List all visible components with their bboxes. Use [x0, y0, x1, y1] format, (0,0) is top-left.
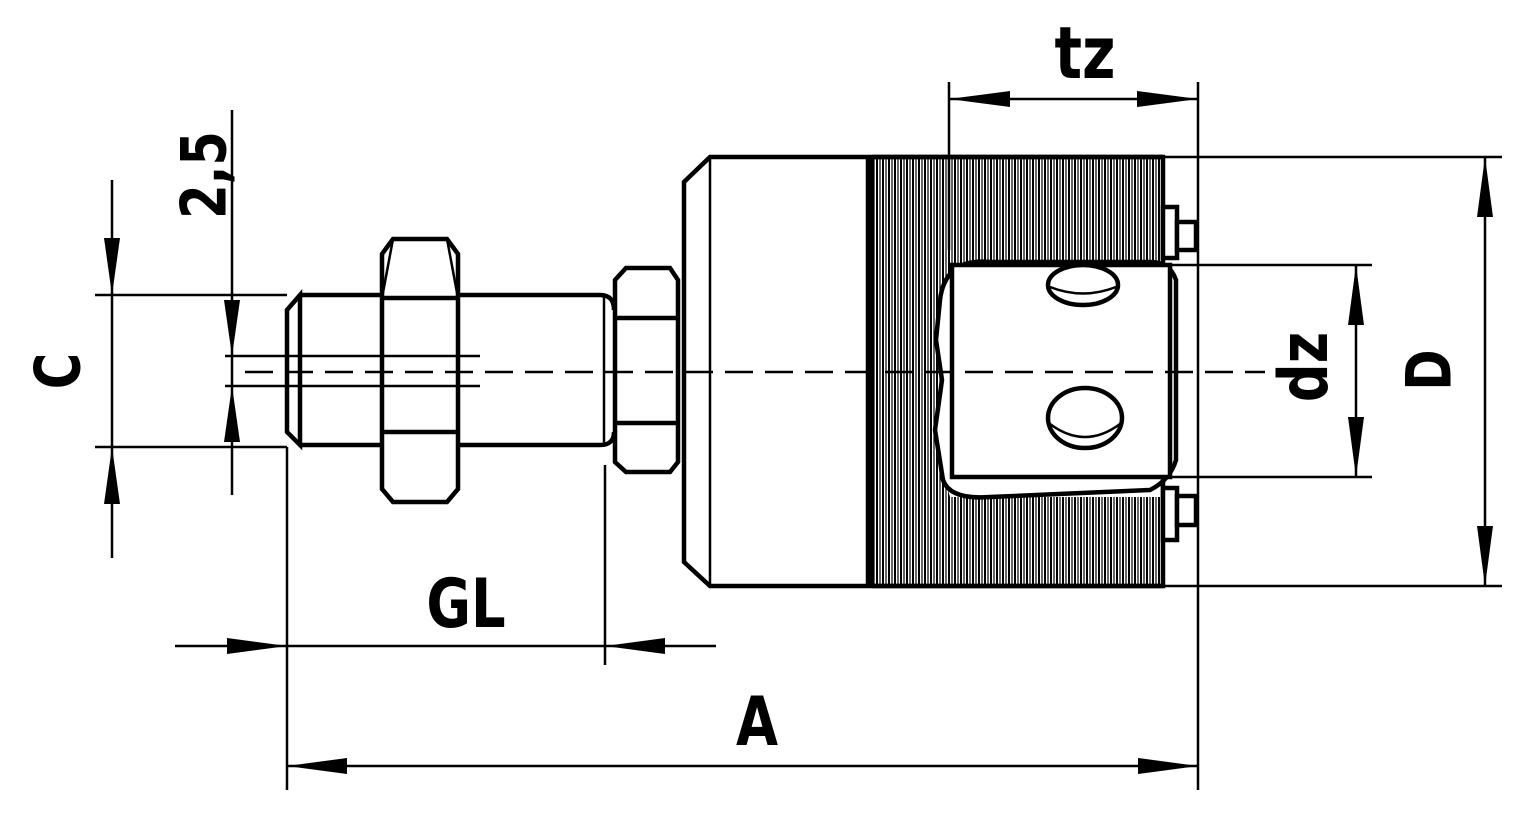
dimension-c: C: [23, 180, 287, 558]
clamp-pin-upper: [1045, 262, 1121, 308]
fitting-body: [284, 154, 1199, 589]
dimension-2-5: 2,5: [169, 110, 480, 495]
label-tz: tz: [1054, 12, 1115, 96]
label-c: C: [23, 353, 95, 389]
dimension-gl: GL: [175, 447, 716, 790]
hex-nut: [379, 236, 461, 505]
end-collar-top: [1160, 204, 1180, 261]
label-a: A: [736, 682, 778, 762]
label-d: D: [1394, 349, 1466, 390]
dimension-tz: tz: [947, 12, 1200, 790]
dimension-a: A: [287, 682, 1198, 774]
dimension-dz: dz: [1170, 263, 1372, 479]
dimension-d: D: [1163, 155, 1502, 588]
end-collar-bottom: [1160, 485, 1180, 543]
label-2-5: 2,5: [169, 131, 241, 219]
label-dz: dz: [1264, 332, 1344, 403]
small-hex: [612, 265, 681, 475]
clamp-pin-lower: [1045, 385, 1125, 451]
label-gl: GL: [426, 564, 505, 644]
